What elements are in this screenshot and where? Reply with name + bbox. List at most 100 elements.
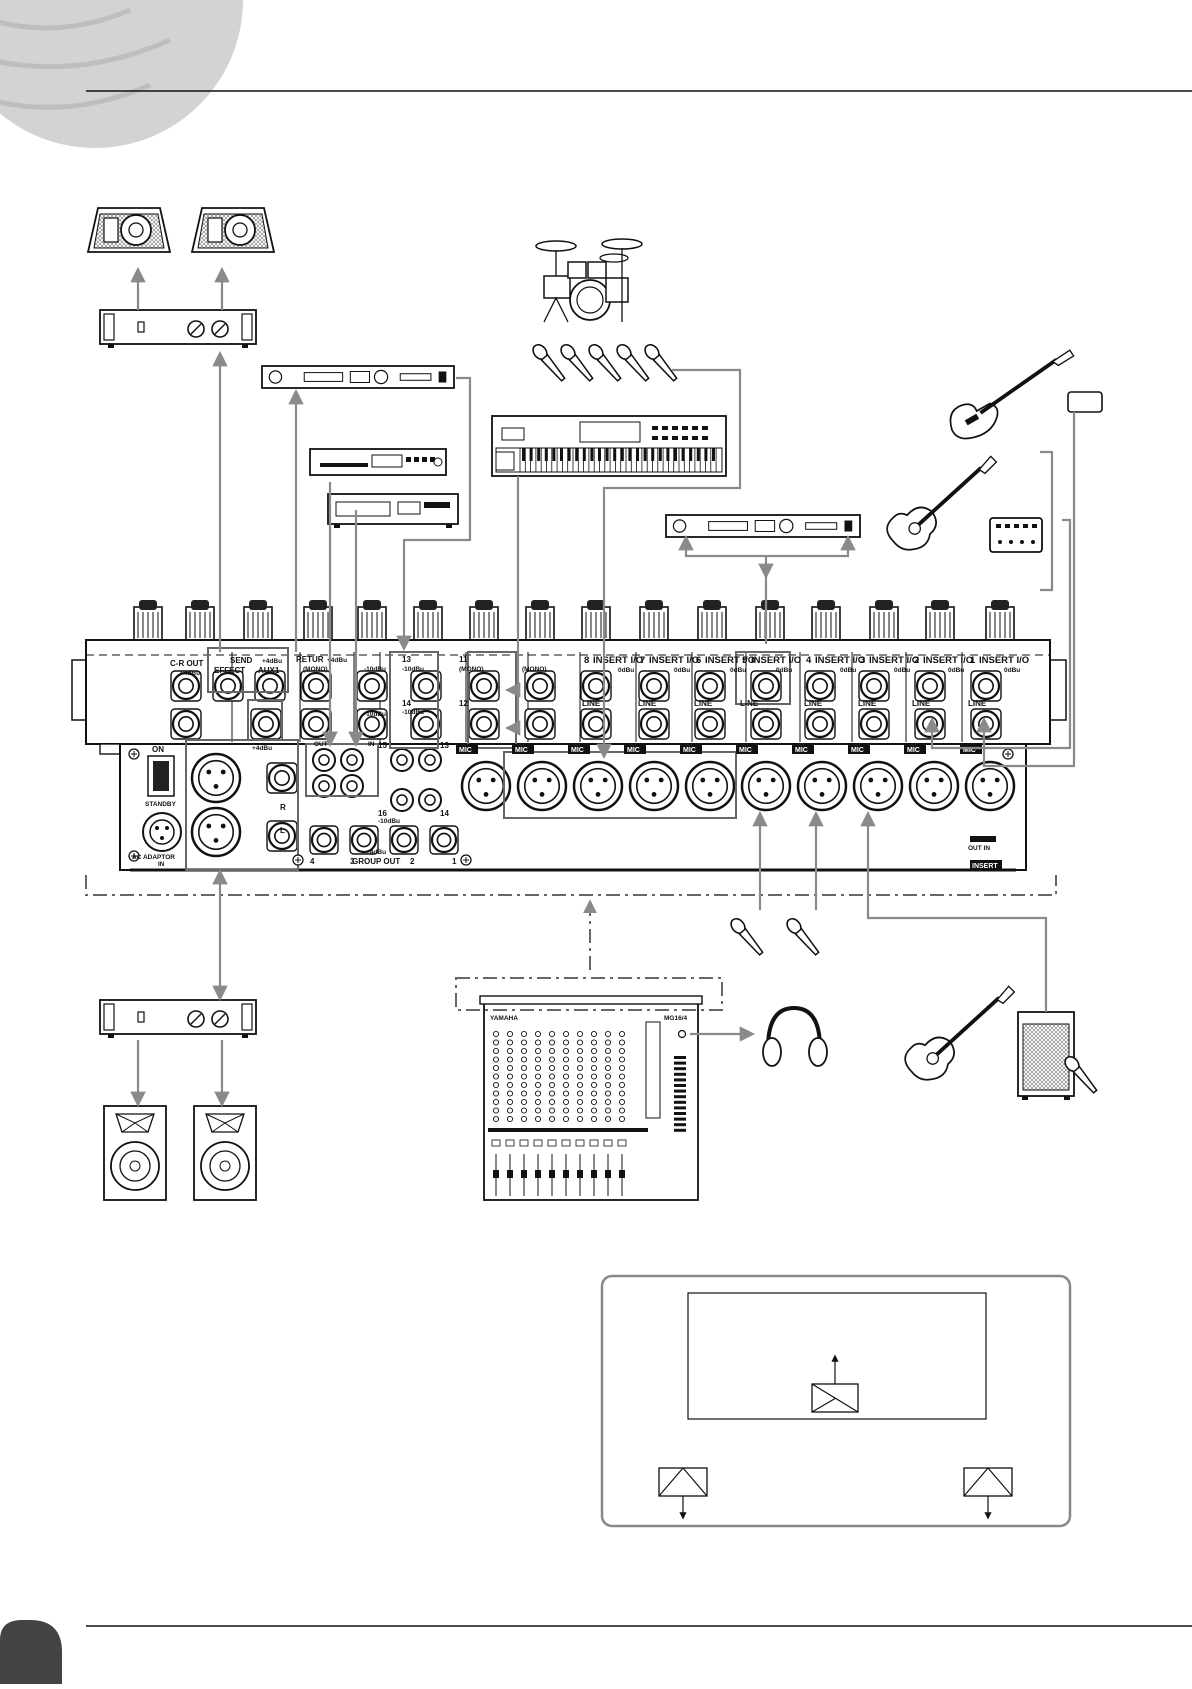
ch5-mic-xlr[interactable] bbox=[740, 760, 792, 812]
ch9-line-jack[interactable] bbox=[524, 670, 556, 702]
two-tr-in-r-jack[interactable] bbox=[356, 708, 388, 740]
stereo-out-xlr-l[interactable] bbox=[190, 806, 242, 858]
mic-badge: MIC bbox=[456, 744, 478, 754]
aux2-send-jack[interactable] bbox=[250, 708, 282, 740]
acoustic-guitar-icon bbox=[904, 985, 1016, 1081]
microphone-icon bbox=[588, 343, 622, 382]
ch14-lower-label: 14 bbox=[440, 809, 449, 818]
rear-knob bbox=[525, 600, 555, 641]
group-out-4-jack[interactable] bbox=[309, 825, 339, 855]
insert-schematic bbox=[600, 1274, 1072, 1528]
ch16-level: -10dBu bbox=[378, 818, 400, 825]
rca-jack[interactable] bbox=[340, 748, 364, 772]
headphones-icon bbox=[762, 1005, 828, 1067]
ch7-mic-xlr[interactable] bbox=[628, 760, 680, 812]
group-out-3-jack[interactable] bbox=[349, 825, 379, 855]
rca-jack[interactable] bbox=[390, 788, 414, 812]
signal-cable bbox=[396, 376, 472, 652]
rec-out-label: OUT bbox=[314, 741, 328, 748]
panel-screw bbox=[460, 854, 472, 866]
ch13-label: 13 bbox=[402, 655, 411, 664]
ch6-insert-jack[interactable] bbox=[694, 670, 726, 702]
ch12-line-jack[interactable] bbox=[468, 708, 500, 740]
schematic-amp-left bbox=[658, 1467, 708, 1497]
ch9-mic-xlr[interactable] bbox=[516, 760, 568, 812]
ch3-insert-jack[interactable] bbox=[858, 670, 890, 702]
ch6-mic-xlr[interactable] bbox=[684, 760, 736, 812]
ch1-line-jack[interactable] bbox=[970, 708, 1002, 740]
ch3-mic-xlr[interactable] bbox=[852, 760, 904, 812]
ac-adaptor-label: AC ADAPTOR bbox=[132, 854, 175, 861]
stereo-out-phone-r-jack[interactable] bbox=[266, 762, 298, 794]
rear-knob bbox=[243, 600, 273, 641]
ch6-line-jack[interactable] bbox=[694, 708, 726, 740]
insert-io-label: INSERT I/O bbox=[815, 655, 865, 666]
standby-label: STANDBY bbox=[145, 801, 177, 808]
guitar-effects-pedal-icon bbox=[989, 517, 1043, 553]
ch4-insert-jack[interactable] bbox=[804, 670, 836, 702]
cr-out-r-jack[interactable] bbox=[170, 708, 202, 740]
ch14-label: 14 bbox=[402, 699, 411, 708]
group-number: 1 bbox=[452, 857, 457, 866]
ch2-insert-jack[interactable] bbox=[914, 670, 946, 702]
rca-jack[interactable] bbox=[312, 774, 336, 798]
ch5-insert-jack[interactable] bbox=[750, 670, 782, 702]
cassette-deck-icon bbox=[327, 493, 459, 528]
stereo-out-phone-l-jack[interactable] bbox=[266, 820, 298, 852]
insert-level: 0dBu bbox=[776, 667, 792, 674]
rca-jack[interactable] bbox=[312, 748, 336, 772]
ch8-mic-xlr[interactable] bbox=[572, 760, 624, 812]
mic-badge: MIC bbox=[792, 744, 814, 754]
channel-number: 5 bbox=[742, 655, 748, 666]
mixer-outline-dashdot bbox=[85, 875, 1057, 896]
ch11-mono: (MONO) bbox=[459, 666, 484, 673]
rear-knob bbox=[357, 600, 387, 641]
ch8-insert-jack[interactable] bbox=[580, 670, 612, 702]
ch4-line-jack[interactable] bbox=[804, 708, 836, 740]
ch10-mic-xlr[interactable] bbox=[460, 760, 512, 812]
insert-badge: INSERT bbox=[972, 863, 998, 870]
mic-label: MIC bbox=[963, 747, 976, 754]
ch1-mic-xlr[interactable] bbox=[964, 760, 1016, 812]
microphone-icon bbox=[786, 917, 820, 956]
ch10-line-jack[interactable] bbox=[524, 708, 556, 740]
ch11-line-jack[interactable] bbox=[468, 670, 500, 702]
two-tr-in-l-jack[interactable] bbox=[356, 670, 388, 702]
effect-send-jack[interactable] bbox=[212, 670, 244, 702]
ch5-line-jack[interactable] bbox=[750, 708, 782, 740]
line-label: LINE bbox=[638, 699, 657, 708]
insert-io-label: INSERT I/O bbox=[705, 655, 755, 666]
ch7-line-jack[interactable] bbox=[638, 708, 670, 740]
rear-knob bbox=[985, 600, 1015, 641]
ch3-line-jack[interactable] bbox=[858, 708, 890, 740]
cr-out-l-jack[interactable] bbox=[170, 670, 202, 702]
rca-jack[interactable] bbox=[340, 774, 364, 798]
ch2-line-jack[interactable] bbox=[914, 708, 946, 740]
return-l-jack[interactable] bbox=[300, 670, 332, 702]
rca-jack[interactable] bbox=[418, 788, 442, 812]
floor-monitor-icon bbox=[190, 207, 276, 253]
group-out-1-jack[interactable] bbox=[429, 825, 459, 855]
ch1-insert-jack[interactable] bbox=[970, 670, 1002, 702]
aux1-send-jack[interactable] bbox=[254, 670, 286, 702]
return-r-jack[interactable] bbox=[300, 708, 332, 740]
group-out-2-jack[interactable] bbox=[389, 825, 419, 855]
stereo-out-xlr-r[interactable] bbox=[190, 752, 242, 804]
ch8-line-jack[interactable] bbox=[580, 708, 612, 740]
rca-jack[interactable] bbox=[418, 748, 442, 772]
rca-jack[interactable] bbox=[390, 748, 414, 772]
mixer-top-outline bbox=[455, 977, 723, 1011]
signal-cable bbox=[860, 810, 1048, 1012]
ch2-mic-xlr[interactable] bbox=[908, 760, 960, 812]
panel-screw bbox=[128, 748, 140, 760]
mic-badge: MIC bbox=[512, 744, 534, 754]
ch7-insert-jack[interactable] bbox=[638, 670, 670, 702]
electric-guitar-icon bbox=[949, 349, 1075, 440]
ch13-line-jack[interactable] bbox=[410, 670, 442, 702]
ch14-level: -10dBu bbox=[402, 709, 424, 716]
ch13-lower-label: 13 bbox=[440, 741, 449, 750]
ch4-mic-xlr[interactable] bbox=[796, 760, 848, 812]
line-label: LINE bbox=[858, 699, 877, 708]
line-label: LINE bbox=[582, 699, 601, 708]
